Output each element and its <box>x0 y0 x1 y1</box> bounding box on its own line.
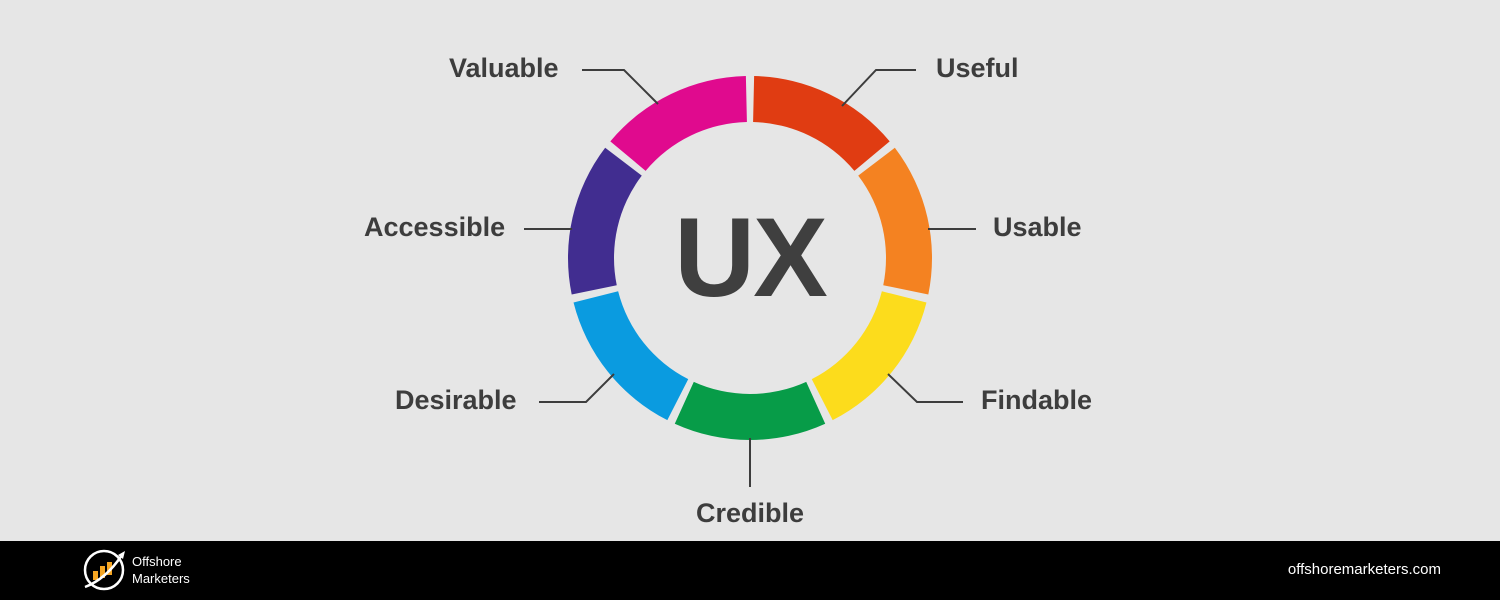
brand-line-2: Marketers <box>132 571 190 586</box>
footer-bar: Offshore Marketers offshoremarketers.com <box>0 541 1500 600</box>
leader-line-valuable <box>582 69 659 105</box>
ux-honeycomb-wheel <box>524 69 976 487</box>
leader-lines <box>524 69 976 487</box>
label-credible: Credible <box>696 498 805 528</box>
brand-logo[interactable]: Offshore Marketers <box>82 549 190 591</box>
segment-desirable <box>573 291 689 421</box>
website-link[interactable]: offshoremarketers.com <box>1287 561 1441 578</box>
brand-name: Offshore Marketers <box>132 553 190 587</box>
ux-diagram-canvas: UX Valuable Useful Accessible Usable Des… <box>364 53 1093 528</box>
label-useful: Useful <box>936 53 1019 83</box>
label-valuable: Valuable <box>449 53 559 83</box>
label-desirable: Desirable <box>395 385 517 415</box>
leader-line-findable <box>887 373 963 403</box>
segment-findable <box>811 291 927 421</box>
segment-usable <box>858 147 932 295</box>
label-accessible: Accessible <box>364 212 506 242</box>
leader-line-desirable <box>539 373 615 403</box>
segment-useful <box>753 76 890 171</box>
segment-valuable <box>610 76 747 171</box>
label-usable: Usable <box>993 212 1082 242</box>
segment-credible <box>674 381 826 441</box>
brand-line-1: Offshore <box>132 554 182 569</box>
center-ux-text: UX <box>674 195 828 320</box>
segment-accessible <box>568 147 642 295</box>
leader-line-useful <box>841 69 916 107</box>
growth-chart-icon <box>83 549 125 591</box>
ring-segments <box>568 76 932 441</box>
label-findable: Findable <box>981 385 1093 415</box>
